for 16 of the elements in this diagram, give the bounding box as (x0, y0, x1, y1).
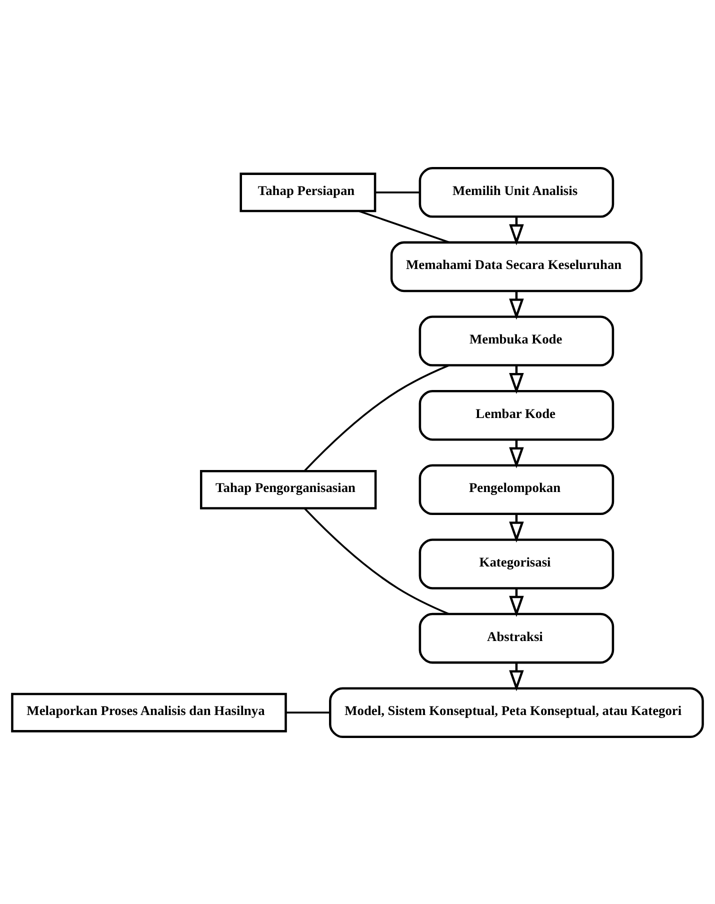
node-box: Tahap Persiapan (240, 172, 376, 212)
node-box: Melaporkan Proses Analisis dan Hasilnya (11, 692, 287, 732)
node-box: Memahami Data Secara Keseluruhan (390, 240, 642, 292)
node-box: Model, Sistem Konseptual, Peta Konseptual, atau Kategori (329, 686, 704, 738)
node-box: Lembar Kode (418, 389, 614, 440)
connector (375, 190, 420, 193)
node-box: Abstraksi (418, 612, 614, 664)
node-box: Pengelompokan (418, 464, 614, 515)
connector (286, 711, 330, 714)
node-box: Memilih Unit Analisis (418, 166, 614, 218)
connector (304, 507, 450, 614)
node-box: Kategorisasi (418, 538, 614, 589)
node-box: Membuka Kode (418, 315, 614, 366)
connector (358, 210, 450, 243)
node-box: Tahap Pengorganisasian (200, 469, 377, 509)
connector (304, 364, 450, 471)
